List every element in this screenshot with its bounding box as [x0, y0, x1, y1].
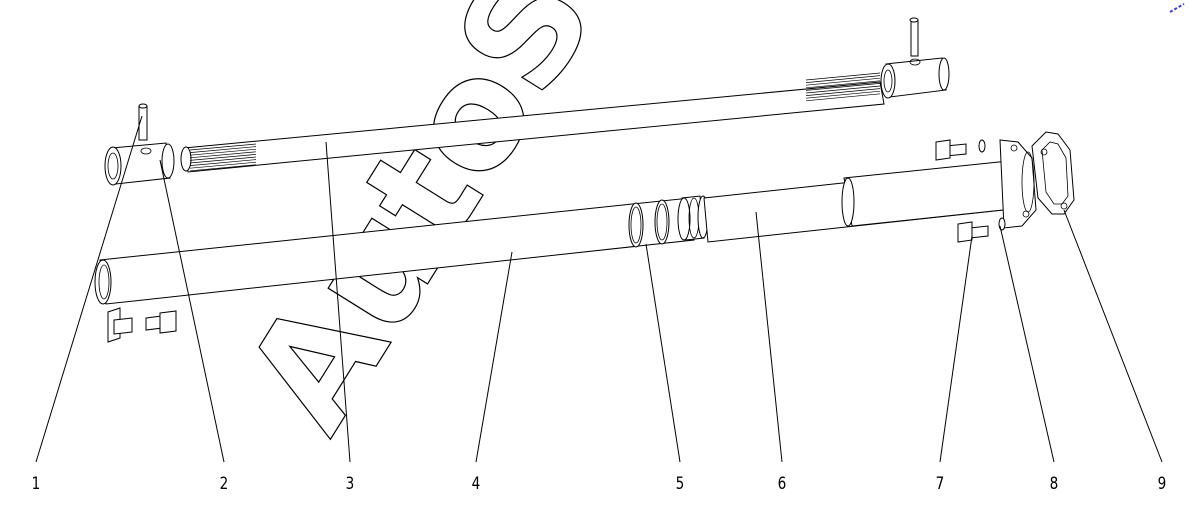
spline-left — [189, 143, 257, 172]
flange-bolts — [935, 139, 1006, 243]
callout-2: 2 — [219, 474, 229, 494]
callout-9: 9 — [1157, 474, 1167, 494]
housing-tube — [703, 139, 1037, 243]
left-pin — [138, 103, 148, 141]
spline-groove — [189, 156, 257, 164]
spline-groove — [805, 80, 881, 89]
spline-groove — [189, 148, 257, 156]
callout-7: 7 — [935, 474, 945, 494]
leader-lines — [35, 115, 1163, 463]
spline-groove — [189, 154, 257, 161]
callout-4: 4 — [471, 474, 481, 494]
upper-splined-shaft — [180, 72, 885, 173]
spline-groove — [189, 151, 257, 159]
spline-groove — [189, 159, 257, 166]
seal-rings — [628, 195, 709, 248]
callout-1: 1 — [31, 474, 41, 494]
long-tube — [94, 197, 695, 343]
callout-3: 3 — [345, 474, 355, 494]
spline-groove — [805, 77, 881, 86]
callout-6: 6 — [777, 474, 787, 494]
spline-groove — [805, 72, 881, 81]
callout-5: 5 — [675, 474, 685, 494]
spline-groove — [189, 161, 257, 169]
spline-groove — [189, 143, 257, 151]
left-bolt — [145, 310, 177, 334]
spline-groove — [805, 93, 881, 102]
spline-groove — [189, 146, 257, 153]
gasket — [1031, 131, 1075, 215]
right-coupling-sleeve — [880, 17, 950, 99]
spline-groove — [805, 85, 881, 94]
spline-groove — [805, 90, 881, 99]
spline-groove — [805, 88, 881, 96]
spline-groove — [189, 164, 257, 172]
spline-groove — [805, 75, 881, 83]
spline-right — [805, 72, 881, 102]
left-coupling-sleeve — [104, 142, 175, 186]
corner-mark — [1169, 3, 1185, 13]
callout-8: 8 — [1049, 474, 1059, 494]
spline-groove — [805, 83, 881, 91]
